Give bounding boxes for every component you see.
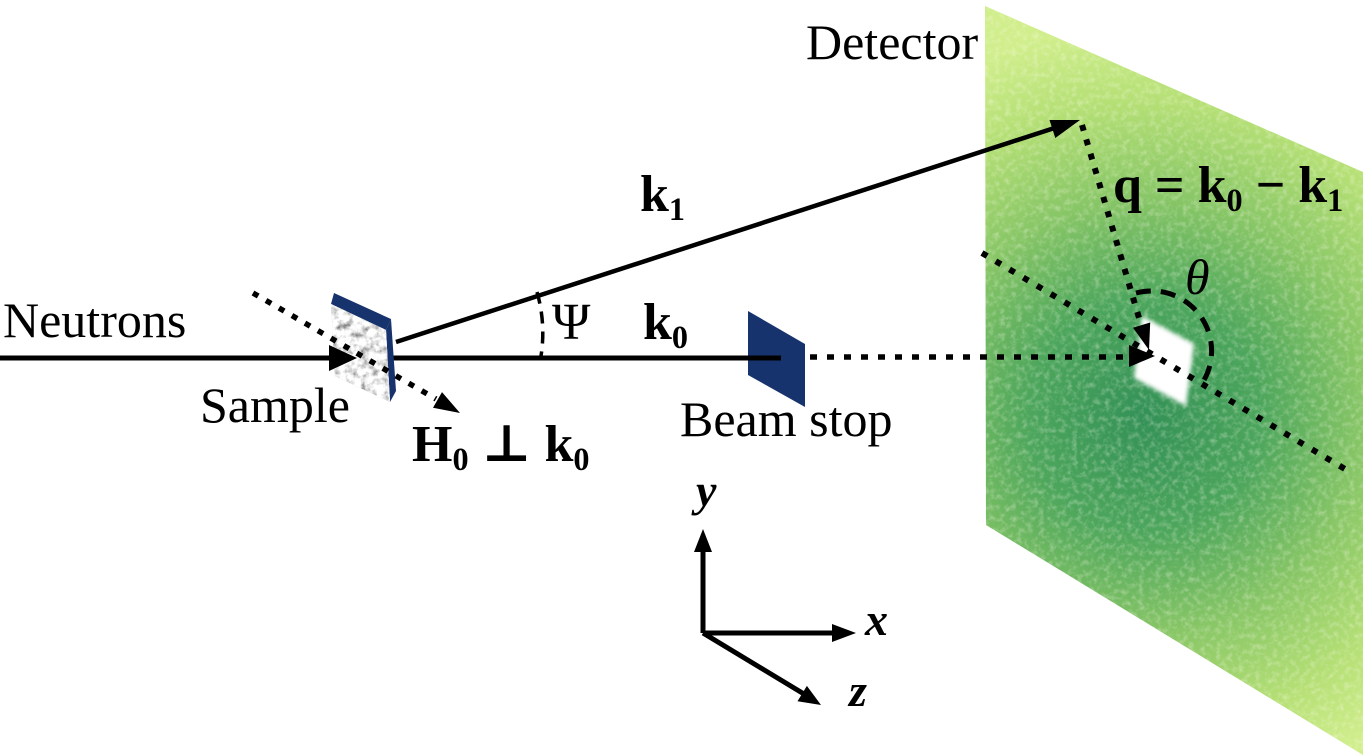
q-dotted-line [1079,124,1145,329]
psi-angle-arc [535,291,545,357]
psi-label: Ψ [552,294,591,351]
h0-subscript: 0 [452,441,469,478]
q-k0-base: k [1197,157,1227,214]
h0-arrowhead [433,392,460,413]
q-symbol: q [1113,157,1142,214]
detector-tilt-dotted-line [980,250,1352,475]
h0-base: H [412,416,453,473]
beam-stop-label: Beam stop [680,391,893,447]
q-k1-subscript: 1 [1327,182,1344,219]
transmitted-beam-dotted-arrow [810,345,1155,367]
q-k0-subscript: 0 [1226,182,1243,219]
y-axis-arrowhead [694,529,712,552]
q-vector-dotted-arrow [1079,124,1151,350]
z-axis-line [701,630,806,697]
sample-right-edge [386,319,396,402]
neutrons-label: Neutrons [3,292,187,348]
k1-base: k [640,166,669,223]
h0-dotted-line [251,290,438,402]
k0-beam-arrowhead [329,345,357,371]
x-axis-label: x [865,594,888,645]
k1-subscript: 1 [668,191,686,228]
k1-line [395,125,1057,345]
theta-label: θ [1185,249,1210,305]
minus-symbol: − [1255,157,1286,214]
beam-dotted-arrowhead [1129,345,1155,367]
detector-label: Detector [806,14,979,70]
sample-label: Sample [200,377,350,433]
h0-k-subscript: 0 [573,441,590,478]
k0-subscript: 0 [671,319,689,356]
perpendicular-symbol: ⊥ [481,416,532,473]
k1-arrow [395,120,1080,345]
k1-label: k1 [640,166,686,228]
detector-panel [985,6,1363,755]
z-axis-arrowhead [797,685,821,705]
q-arrowhead [1133,322,1151,350]
k0-base: k [643,294,672,351]
x-axis-arrowhead [832,624,856,642]
h0-field-dotted-arrow [251,290,460,413]
sample-top-edge [331,293,391,330]
theta-angle-arc [1135,288,1215,387]
coordinate-axes [694,529,856,705]
equals-symbol: = [1154,157,1185,214]
z-axis-label: z [849,665,867,716]
q-k1-base: k [1298,157,1328,214]
h0-k-base: k [544,416,574,473]
k0-label: k0 [643,294,689,356]
k1-arrowhead [1049,120,1080,138]
y-axis-label: y [696,465,717,516]
h0-perp-k0-label: H0⊥k0 [412,416,590,478]
q-equation-label: q=k0−k1 [1113,157,1344,219]
